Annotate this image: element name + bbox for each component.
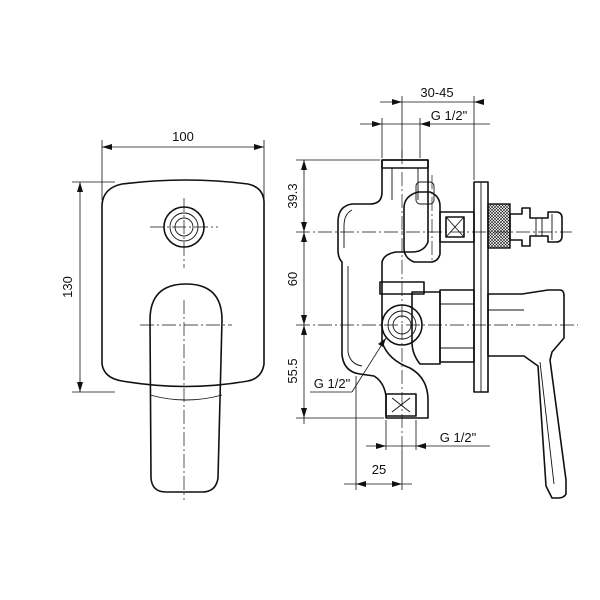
upper-offset-label: 39.3	[285, 183, 300, 208]
bottom-thread-label: G 1/2"	[440, 430, 477, 445]
side-view: 30-45 G 1/2" 39.3 60 55.5 G 1/2" G 1/2"	[285, 85, 578, 499]
middle-offset-label: 60	[285, 272, 300, 286]
top-span-label: 30-45	[420, 85, 453, 100]
bottom-span-label: 25	[372, 462, 386, 477]
cover-plate	[101, 179, 265, 388]
left-thread-label: G 1/2"	[314, 376, 351, 391]
knurled-knob	[487, 203, 511, 249]
width-label: 100	[172, 129, 194, 144]
valve-body	[337, 159, 429, 419]
top-thread-label: G 1/2"	[431, 108, 468, 123]
height-label: 130	[60, 276, 75, 298]
lever-handle	[149, 283, 223, 493]
front-view: 100 130	[60, 129, 265, 500]
lower-offset-label: 55.5	[285, 358, 300, 383]
top-outlet	[381, 159, 429, 169]
lever-side	[487, 289, 567, 499]
